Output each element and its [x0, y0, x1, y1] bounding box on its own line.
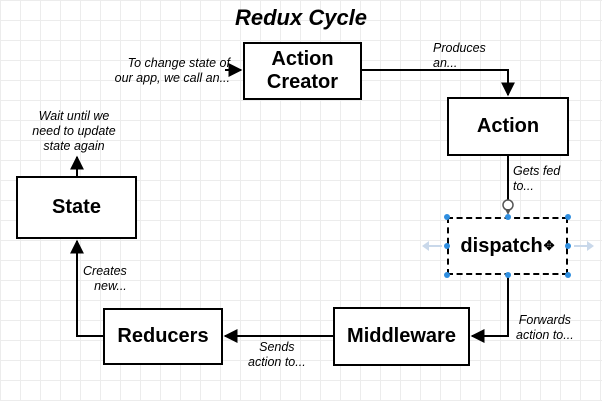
note-wait-line-2: need to update [32, 124, 116, 138]
handle-bottom-right [565, 272, 571, 278]
dispatch-selection-handles[interactable] [444, 214, 571, 278]
move-cursor-icon: ✥ [543, 237, 555, 253]
note-gets-fed: Gets fed to... [513, 164, 560, 194]
handle-mid-left [444, 243, 450, 249]
note-produces: Produces an... [433, 41, 486, 71]
handle-bottom-mid [505, 272, 511, 278]
note-wait-line-3: state again [43, 139, 105, 153]
arrow-reducers-to-state [70, 239, 103, 337]
resize-arrows-icon[interactable] [422, 241, 594, 251]
dispatch-label: dispatch [460, 234, 543, 257]
note-forwards-line-2: action to... [516, 328, 574, 342]
note-gets-fed-line-1: Gets fed [513, 164, 561, 178]
note-forwards: Forwards action to... [516, 313, 574, 343]
handle-bottom-left [444, 272, 450, 278]
note-change-state: To change state of our app, we call an..… [115, 56, 230, 86]
state-box[interactable]: State [16, 176, 137, 239]
action-box[interactable]: Action [447, 97, 569, 156]
reducers-label: Reducers [117, 325, 209, 347]
action-creator-box[interactable]: Action Creator [243, 42, 362, 100]
state-label: State [52, 196, 101, 218]
note-change-state-line-2: our app, we call an... [114, 71, 230, 85]
middleware-label: Middleware [347, 325, 456, 347]
note-wait-line-1: Wait until we [38, 109, 110, 123]
handle-top-mid [505, 214, 511, 220]
reducers-box[interactable]: Reducers [103, 308, 223, 365]
note-creates-line-2: new... [94, 279, 127, 293]
action-label: Action [476, 115, 540, 137]
arrow-action-creator-to-action [362, 69, 515, 97]
note-change-state-line-1: To change state of [127, 56, 230, 70]
note-gets-fed-line-2: to... [513, 179, 534, 193]
note-produces-line-1: Produces [433, 41, 486, 55]
link-hook-icon[interactable] [502, 199, 514, 215]
diagram-title: Redux Cycle [234, 5, 368, 30]
note-creates: Creates new... [83, 264, 127, 294]
note-sends-line-2: action to... [248, 355, 306, 369]
note-sends-line-1: Sends [259, 340, 295, 354]
handle-top-right [565, 214, 571, 220]
action-creator-label-line-1: Action [271, 48, 334, 70]
handle-mid-right [565, 243, 571, 249]
note-wait: Wait until we need to update state again [14, 109, 134, 154]
action-creator-label-line-2: Creator [266, 71, 339, 93]
note-sends: Sends action to... [248, 340, 306, 370]
arrow-dispatch-to-middleware [470, 275, 509, 343]
note-produces-line-2: an... [433, 56, 458, 70]
middleware-box[interactable]: Middleware [333, 307, 470, 366]
note-forwards-line-1: Forwards [518, 313, 571, 327]
handle-top-left [444, 214, 450, 220]
note-creates-line-1: Creates [83, 264, 127, 278]
